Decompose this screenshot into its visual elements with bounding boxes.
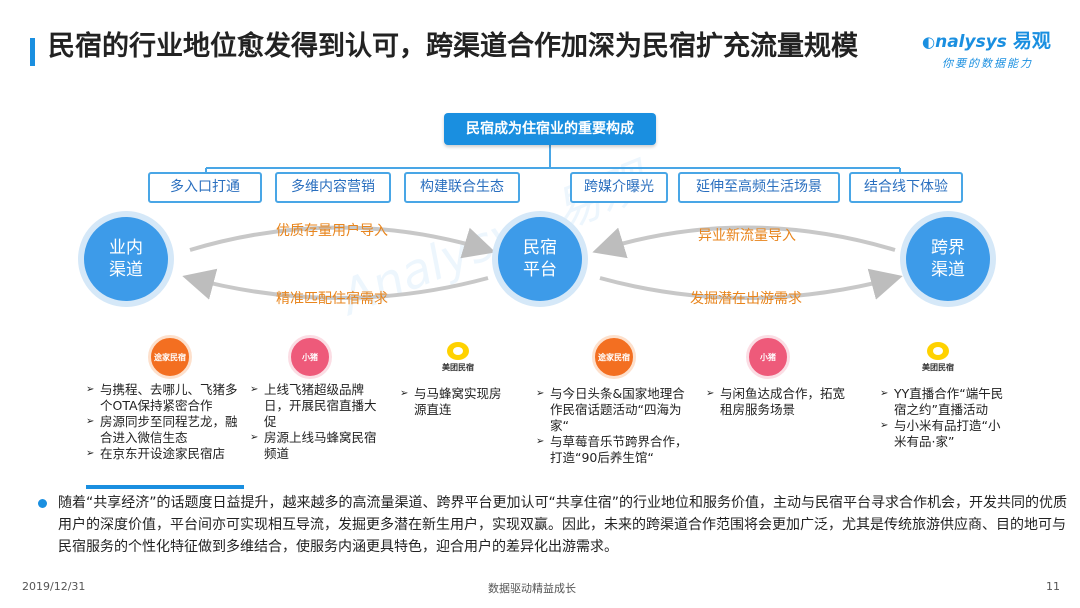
footer-slogan: 数据驱动精益成长 — [488, 582, 576, 595]
page-number: 11 — [1046, 580, 1060, 593]
list-item: YY直播合作“端午民宿之约”直播活动 — [880, 386, 1004, 418]
flow-label-left-top: 优质存量用户导入 — [276, 223, 388, 239]
meituan-logo-icon: 美团民宿 — [916, 335, 960, 379]
list-item: 与马蜂窝实现房源直连 — [400, 386, 510, 418]
tag-cross-media: 跨媒介曝光 — [570, 172, 668, 203]
bullet-list-6: YY直播合作“端午民宿之约”直播活动 与小米有品打造“小米有品·家” — [880, 386, 1004, 450]
list-item: 在京东开设途家民宿店 — [86, 446, 240, 462]
tag-multi-entry: 多入口打通 — [148, 172, 262, 203]
node-homestay-platform: 民宿平台 — [492, 211, 588, 307]
summary-bullet-icon — [38, 499, 47, 508]
section-divider — [86, 485, 244, 489]
list-item: 与闲鱼达成合作，拓宽租房服务场景 — [706, 386, 852, 418]
flow-arrow-right-top — [592, 225, 896, 259]
footer-date: 2019/12/31 — [22, 580, 86, 593]
tag-offline-experience: 结合线下体验 — [849, 172, 963, 203]
flow-label-right-top: 异业新流量导入 — [698, 228, 796, 244]
flow-label-left-bottom: 精准匹配住宿需求 — [276, 291, 388, 307]
logo-tagline: 你要的数据能力 — [942, 57, 1033, 70]
xiaozhu-logo-icon: 小猪 — [746, 335, 790, 379]
tag-joint-ecosystem: 构建联合生态 — [404, 172, 520, 203]
bullet-list-4: 与今日头条&国家地理合作民宿话题活动“四海为家“ 与草莓音乐节跨界合作，打造“9… — [536, 386, 692, 466]
flow-arrow-left-top — [189, 225, 496, 259]
list-item: 房源同步至同程艺龙，融合进入微信生态 — [86, 414, 240, 446]
logo-brand-cn: 易观 — [1012, 30, 1051, 52]
bullet-list-1: 与携程、去哪儿、飞猪多个OTA保持紧密合作 房源同步至同程艺龙，融合进入微信生态… — [86, 382, 240, 462]
tag-high-frequency: 延伸至高频生活场景 — [678, 172, 840, 203]
list-item: 房源上线马蜂窝民宿频道 — [250, 430, 378, 462]
xiaozhu-logo-icon: 小猪 — [288, 335, 332, 379]
list-item: 与携程、去哪儿、飞猪多个OTA保持紧密合作 — [86, 382, 240, 414]
meituan-logo-icon: 美团民宿 — [436, 335, 480, 379]
header-box: 民宿成为住宿业的重要构成 — [444, 113, 656, 145]
tujia-logo-icon: 途家民宿 — [148, 335, 192, 379]
summary-paragraph: 随着“共享经济”的话题度日益提升，越来越多的高流量渠道、跨界平台更加认可“共享住… — [58, 495, 1068, 555]
title-accent-bar — [30, 38, 35, 66]
list-item: 上线飞猪超级品牌日，开展民宿直播大促 — [250, 382, 378, 430]
tag-content-marketing: 多维内容营销 — [275, 172, 391, 203]
logo-brand: nalysys — [935, 32, 1007, 52]
list-item: 与今日头条&国家地理合作民宿话题活动“四海为家“ — [536, 386, 692, 434]
page-title: 民宿的行业地位愈发得到认可，跨渠道合作加深为民宿扩充流量规模 — [48, 31, 858, 62]
flow-label-right-bottom: 发掘潜在出游需求 — [690, 291, 802, 307]
bullet-list-3: 与马蜂窝实现房源直连 — [400, 386, 510, 418]
node-crossover-channel: 跨界渠道 — [900, 211, 996, 307]
flow-arrow-left-bottom — [182, 268, 489, 300]
tujia-logo-icon: 途家民宿 — [592, 335, 636, 379]
flow-arrow-right-bottom — [599, 268, 903, 300]
bullet-list-5: 与闲鱼达成合作，拓宽租房服务场景 — [706, 386, 852, 418]
bullet-list-2: 上线飞猪超级品牌日，开展民宿直播大促 房源上线马蜂窝民宿频道 — [250, 382, 378, 462]
list-item: 与草莓音乐节跨界合作，打造“90后养生馆“ — [536, 434, 692, 466]
node-industry-channel: 业内渠道 — [78, 211, 174, 307]
list-item: 与小米有品打造“小米有品·家” — [880, 418, 1004, 450]
